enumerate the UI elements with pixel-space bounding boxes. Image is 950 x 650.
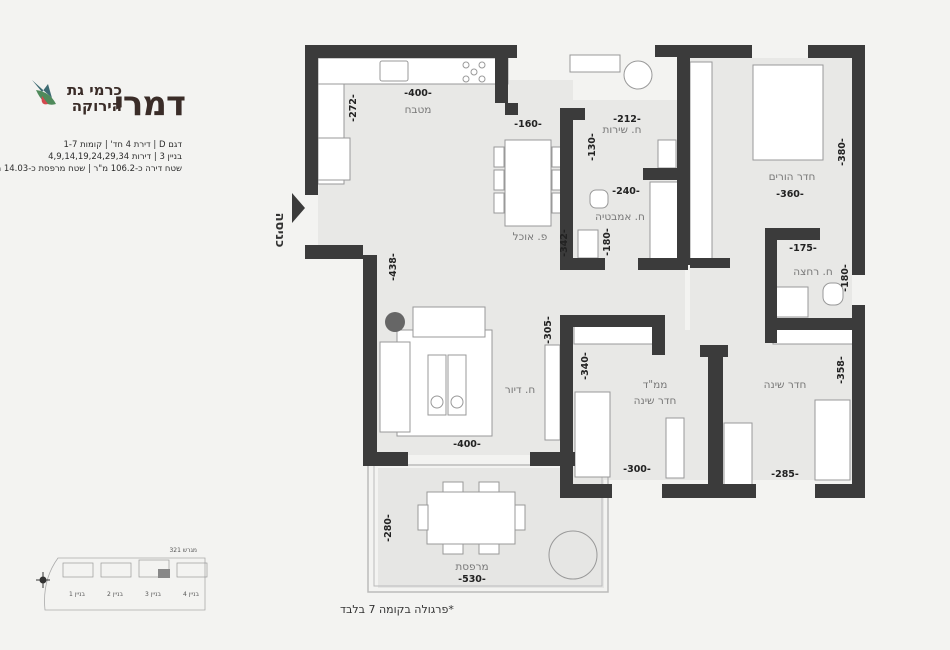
dining-table [493,139,563,227]
info-line-2: בניין 3 | דירות 4,9,14,19,24,29,34 [48,152,182,162]
room-master: חדר הורים [769,171,816,183]
dim-living-height: -438- [388,253,399,281]
footnote: *פרגולה בקומה 7 בלבד [340,603,454,616]
site-map-apartment-highlight [158,569,170,578]
bedroom-furniture [569,54,854,486]
dim-living-width: -400- [453,439,481,450]
dim-mamad-height: -340- [580,352,591,380]
walls [305,45,865,498]
project-line-1: כרמי גת [67,81,122,99]
entrance-arrow-icon [292,193,305,223]
room-bath: ח. אמבטיה [595,211,645,223]
site-map: מגרש 321 בניין 1 בניין 2 בניין 3 בניין 4 [36,547,208,611]
info-line-3: שטח דירה כ-106.2 מ"ר | שטח מרפסת כ-14.03… [0,164,182,174]
dim-bedroom-height: -358- [836,356,847,384]
project-line-2: הירוקה [71,97,122,115]
info-line-1: דגם D | דירת 4 חד' | קומות 1-7 [63,140,183,150]
brand-logo-icon [32,80,56,105]
room-mamad-bedroom: חדר שינה [634,395,677,407]
dim-balcony-width: -530- [458,574,486,585]
room-living: ח. דיור [505,384,535,396]
dim-bedroom-width: -285- [771,469,799,480]
room-kitchen: מטבח [405,104,432,116]
dim-hall-height: -342- [559,229,570,257]
dim-service-height: -130- [587,133,598,161]
project-name: כרמי גת הירוקה [64,82,122,114]
room-balcony: מרפסת [455,561,488,573]
dim-shower-height: -180- [840,264,851,292]
dim-bath-height: -180- [602,228,613,256]
dim-kitchen-width: -400- [404,88,432,99]
site-building-3: בניין 3 [145,591,161,598]
dim-service-width: -212- [613,114,641,125]
dim-balcony-height: -280- [383,514,394,542]
dim-kitchen-height: -272- [348,94,359,122]
site-building-1: בניין 1 [69,591,85,598]
site-building-2: בניין 2 [107,591,123,598]
dim-living-tv: -305- [543,316,554,344]
room-shower: ח. רחצה [793,266,832,278]
site-map-title: מגרש 321 [169,547,197,554]
balcony-table [417,481,598,580]
room-service: ח. שירות [602,124,641,136]
dim-dining-width: -160- [514,119,542,130]
dim-master-height: -380- [837,138,848,166]
site-building-4: בניין 4 [183,591,199,598]
brand-name: דמרי [113,84,186,124]
entrance-label: כניסה [272,213,287,248]
room-dining: פ. אוכל [513,231,548,243]
dim-shower-width: -175- [789,243,817,254]
dim-bath-width: -240- [612,186,640,197]
room-mamad: ממ"ד [643,379,668,391]
compass-icon [36,572,50,588]
dim-master-width: -360- [776,189,804,200]
dim-mamad-width: -300- [623,464,651,475]
living-furniture [379,306,561,441]
room-bedroom: חדר שינה [764,379,807,391]
